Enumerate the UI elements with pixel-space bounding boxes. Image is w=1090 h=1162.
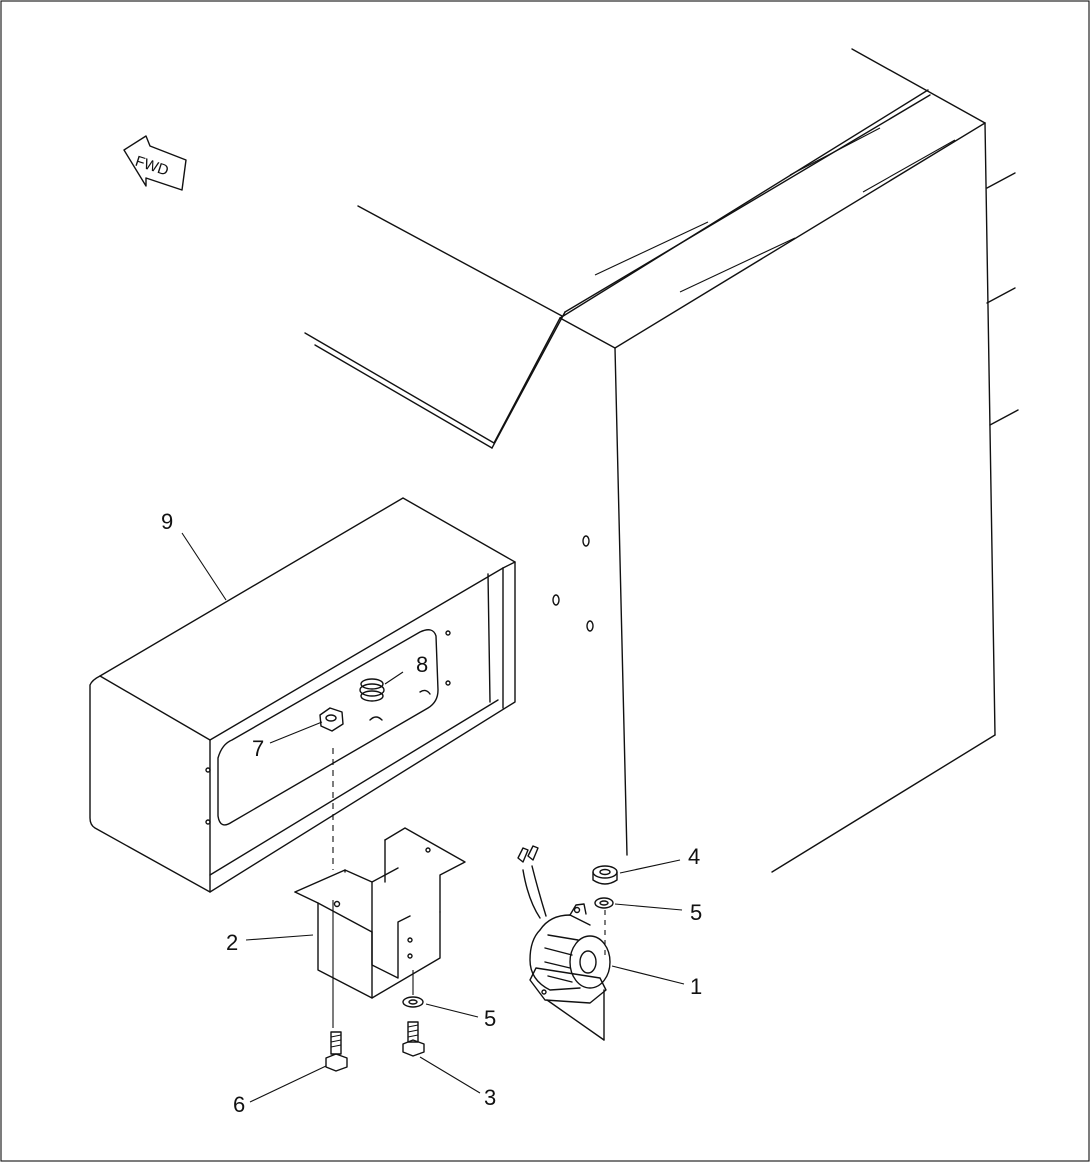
callout-8: 8	[416, 652, 428, 677]
callout-6: 6	[233, 1092, 245, 1117]
assembly-lines	[332, 748, 606, 1028]
machine-housing	[304, 48, 1019, 873]
part-5-washer-lower	[402, 996, 424, 1008]
callout-2: 2	[226, 930, 238, 955]
part-8-grommet	[359, 678, 385, 702]
part-2-bracket	[294, 827, 466, 999]
callout-5-lower: 5	[484, 1006, 496, 1031]
callout-9: 9	[161, 509, 173, 534]
callout-1: 1	[690, 974, 702, 999]
callout-3: 3	[484, 1085, 496, 1110]
part-5-washer-upper	[594, 897, 614, 909]
part-9-cover	[89, 497, 516, 893]
fwd-arrow-icon: FWD	[123, 135, 187, 191]
part-7-nut	[319, 707, 344, 732]
leader-lines	[181, 532, 685, 1103]
callout-4: 4	[688, 844, 700, 869]
callout-7: 7	[252, 736, 264, 761]
part-1-device	[517, 845, 611, 1041]
fwd-label: FWD	[133, 153, 171, 180]
callout-5-upper: 5	[690, 900, 702, 925]
part-6-bolt	[325, 1031, 348, 1072]
part-4-nut	[592, 865, 618, 885]
part-3-bolt	[402, 1021, 425, 1057]
